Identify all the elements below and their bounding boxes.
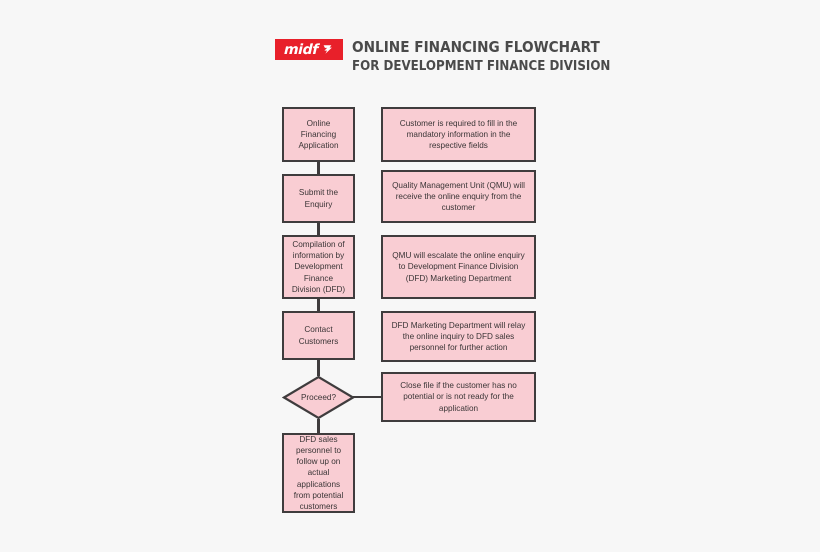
midf-swoosh-icon	[323, 45, 332, 54]
connector-n5-n6	[317, 419, 320, 434]
midf-logo: midf	[275, 39, 343, 60]
connector-n2-n3	[317, 222, 320, 236]
node-label: Compilation of information by Developmen…	[291, 240, 346, 294]
connector-n1-n2	[317, 161, 320, 175]
midf-wordmark: midf	[283, 41, 319, 58]
connector-n5-d5	[353, 396, 383, 398]
note-close-file-no-potential[interactable]: Close file if the customer has no potent…	[381, 372, 536, 422]
note-dfd-marketing-relay[interactable]: DFD Marketing Department will relay the …	[381, 311, 536, 362]
node-label: Online Financing Application	[298, 118, 339, 151]
connector-n4-n5	[317, 359, 320, 376]
page-subtitle: FOR DEVELOPMENT FINANCE DIVISION	[352, 58, 611, 74]
header: midf ONLINE FINANCING FLOWCHART FOR DEVE…	[275, 38, 646, 75]
node-label: Contact Customers	[298, 325, 339, 346]
node-compilation-of-information[interactable]: Compilation of information by Developmen…	[282, 235, 355, 299]
node-label: Customer is required to fill in the mand…	[399, 118, 518, 151]
connector-n3-n4	[317, 298, 320, 312]
note-customer-fill-mandatory-info[interactable]: Customer is required to fill in the mand…	[381, 107, 536, 162]
node-label: QMU will escalate the online enquiry to …	[392, 251, 525, 283]
note-qmu-receive-enquiry[interactable]: Quality Management Unit (QMU) will recei…	[381, 170, 536, 223]
node-label: Submit the Enquiry	[298, 188, 339, 209]
node-online-financing-application[interactable]: Online Financing Application	[282, 107, 355, 162]
node-label: DFD Marketing Department will relay the …	[391, 320, 526, 353]
title-block: ONLINE FINANCING FLOWCHART FOR DEVELOPME…	[352, 38, 646, 75]
node-proceed-decision[interactable]: Proceed?	[282, 375, 355, 420]
node-label: Quality Management Unit (QMU) will recei…	[392, 180, 525, 213]
diamond-shape-icon	[282, 375, 355, 420]
node-label: Proceed?	[300, 393, 337, 402]
node-contact-customers[interactable]: Contact Customers	[282, 311, 355, 360]
node-dfd-sales-follow-up[interactable]: DFD sales personnel to follow up on actu…	[282, 433, 355, 513]
node-submit-the-enquiry[interactable]: Submit the Enquiry	[282, 174, 355, 223]
page-title: ONLINE FINANCING FLOWCHART	[352, 38, 600, 56]
node-label: DFD sales personnel to follow up on actu…	[293, 434, 344, 512]
node-label: Close file if the customer has no potent…	[400, 381, 517, 413]
note-qmu-escalate-to-dfd[interactable]: QMU will escalate the online enquiry to …	[381, 235, 536, 299]
